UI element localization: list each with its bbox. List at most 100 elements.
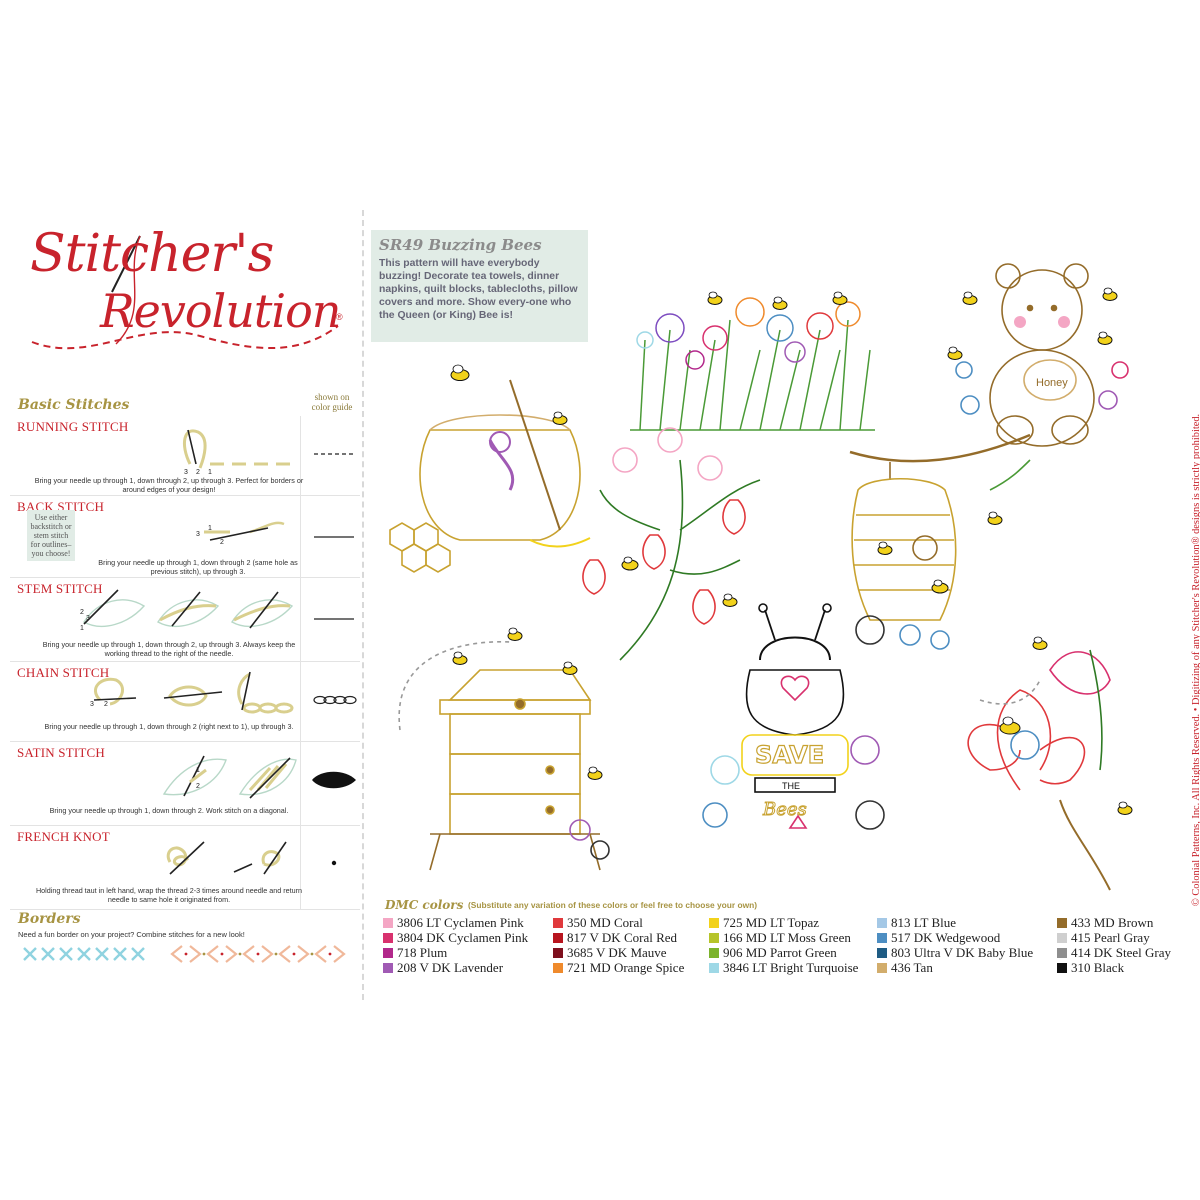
copyright-notice: © Colonial Patterns, Inc. All Rights Res… [1177,340,1200,980]
color-swatch [709,932,719,943]
copyright-text: © Colonial Patterns, Inc. All Rights Res… [1191,413,1200,906]
brand-logo: Stitcher's Revolution ® [20,214,350,364]
running-stitch-diagram: 3 2 1 [182,429,290,474]
chain-stitch-diagram: 3 2 [90,671,294,714]
dmc-column: 3806 LT Cyclamen Pink 3804 DK Cyclamen P… [383,915,528,975]
borders-heading: Borders [18,911,81,927]
color-label: 3846 LT Bright Turquoise [723,959,859,975]
bee-icon [772,296,788,310]
color-label: 414 DK Steel Gray [1071,944,1172,960]
french-knot-sample [331,860,337,866]
running-stitch-sample [314,453,354,455]
color-label: 436 Tan [891,959,933,975]
dmc-column: 350 MD Coral 817 V DK Coral Red 3685 V D… [553,915,684,975]
dmc-color-item: 166 MD LT Moss Green [709,930,858,945]
dmc-color-item: 718 Plum [383,945,528,960]
bee-icon [562,661,578,675]
save-the-bees-design: SAVE THE Bees [702,603,885,830]
bee-icon [1032,636,1048,650]
stitch-row-satin: SATIN STITCH 1 2 Bring your needle up th… [10,742,360,826]
stitch-description: Bring your needle up through 1, down thr… [49,806,289,815]
bee-icon [1102,287,1118,301]
stitch-row-stem: STEM STITCH 2 3 1 Bring your needle up t… [10,578,360,662]
column-divider [300,496,301,577]
color-label: 310 Black [1071,959,1125,975]
column-divider [300,742,301,825]
bee-icon [877,541,893,555]
color-label: 3685 V DK Mauve [567,944,667,960]
color-label: 3804 DK Cyclamen Pink [397,929,529,945]
stitch-description: Bring your needle up through 1, down thr… [98,558,298,576]
column-divider [300,826,301,909]
backstitch-note: Use either backstitch or stem stitch for… [27,510,75,561]
dmc-color-item: 817 V DK Coral Red [553,930,684,945]
stitch-number-2: 2 [104,701,108,708]
dmc-color-legend: 3806 LT Cyclamen Pink 3804 DK Cyclamen P… [383,915,1183,975]
cross-stitch-border-sample [23,947,145,961]
stitch-number-2: 2 [196,469,200,474]
color-label: 725 MD LT Topaz [723,914,819,930]
stitch-description: Bring your needle up through 1, down thr… [42,640,296,658]
dmc-color-item: 517 DK Wedgewood [877,930,1033,945]
dmc-column: 433 MD Brown 415 Pearl Gray 414 DK Steel… [1057,915,1171,975]
stem-stitch-diagram: 2 3 1 [80,589,294,632]
stitch-row-french-knot: FRENCH KNOT Holding thread taut in left … [10,826,360,910]
color-swatch [877,932,887,943]
color-label: 350 MD Coral [567,914,643,930]
dmc-color-item: 721 MD Orange Spice [553,960,684,975]
color-label: 3806 LT Cyclamen Pink [397,914,524,930]
honey-jar-label: Honey [1036,377,1068,389]
dmc-color-item: 415 Pearl Gray [1057,930,1171,945]
color-swatch [383,932,393,943]
stitch-row-chain: CHAIN STITCH 3 2 Bring your needle up th… [10,662,360,742]
stitch-number-1: 1 [80,625,84,632]
pattern-info-box: SR49 Buzzing Bees This pattern will have… [371,230,588,342]
stitch-number-2: 2 [196,783,200,790]
bee-icon [552,411,568,425]
stitch-row-back: BACK STITCH Use either backstitch or ste… [10,496,360,578]
stitch-name: CHAIN STITCH [17,665,110,680]
honey-pot-design [389,379,591,573]
stitch-description: Holding thread taut in left hand, wrap t… [35,886,303,904]
stitch-number-1: 1 [196,767,200,774]
dmc-column: 725 MD LT Topaz 166 MD LT Moss Green 906… [709,915,858,975]
stitch-name: FRENCH KNOT [17,829,110,844]
color-swatch [553,947,563,958]
color-swatch [709,917,719,928]
color-swatch [877,962,887,973]
bee-icon [1117,801,1133,815]
bees-lettering: Bees [762,799,807,820]
french-knot-diagram [166,841,287,875]
the-lettering: THE [782,781,800,791]
color-swatch [709,962,719,973]
chevron-border-sample [170,945,346,963]
color-label: 721 MD Orange Spice [567,959,685,975]
shown-on-color-guide-label: shown on color guide [311,392,353,412]
bee-icon [987,511,1003,525]
dmc-colors-subtitle: (Substitute any variation of these color… [468,900,757,910]
stem-stitch-sample [314,618,354,620]
dmc-color-item: 350 MD Coral [553,915,684,930]
color-swatch [1057,932,1067,943]
color-swatch [1057,962,1067,973]
color-label: 166 MD LT Moss Green [723,929,851,945]
borders-description: Need a fun border on your project? Combi… [18,930,245,939]
back-stitch-sample [314,536,354,538]
stitch-guide-panel: Stitcher's Revolution ® Basic Stitches s… [0,180,362,1020]
dmc-colors-heading: DMC colors [385,898,464,912]
color-swatch [877,917,887,928]
stitch-number-1: 1 [208,469,212,474]
color-swatch [877,947,887,958]
stitch-name: STEM STITCH [17,581,103,596]
registered-mark: ® [336,312,343,322]
wooden-beehive-design [398,640,610,871]
bee-icon [999,716,1021,735]
color-label: 906 MD Parrot Green [723,944,837,960]
chain-stitch-sample [313,695,357,705]
logo-decoration [31,235,339,350]
color-label: 817 V DK Coral Red [567,929,678,945]
color-swatch [553,962,563,973]
dmc-color-item: 725 MD LT Topaz [709,915,858,930]
dmc-color-item: 433 MD Brown [1057,915,1171,930]
bee-icon [832,291,848,305]
